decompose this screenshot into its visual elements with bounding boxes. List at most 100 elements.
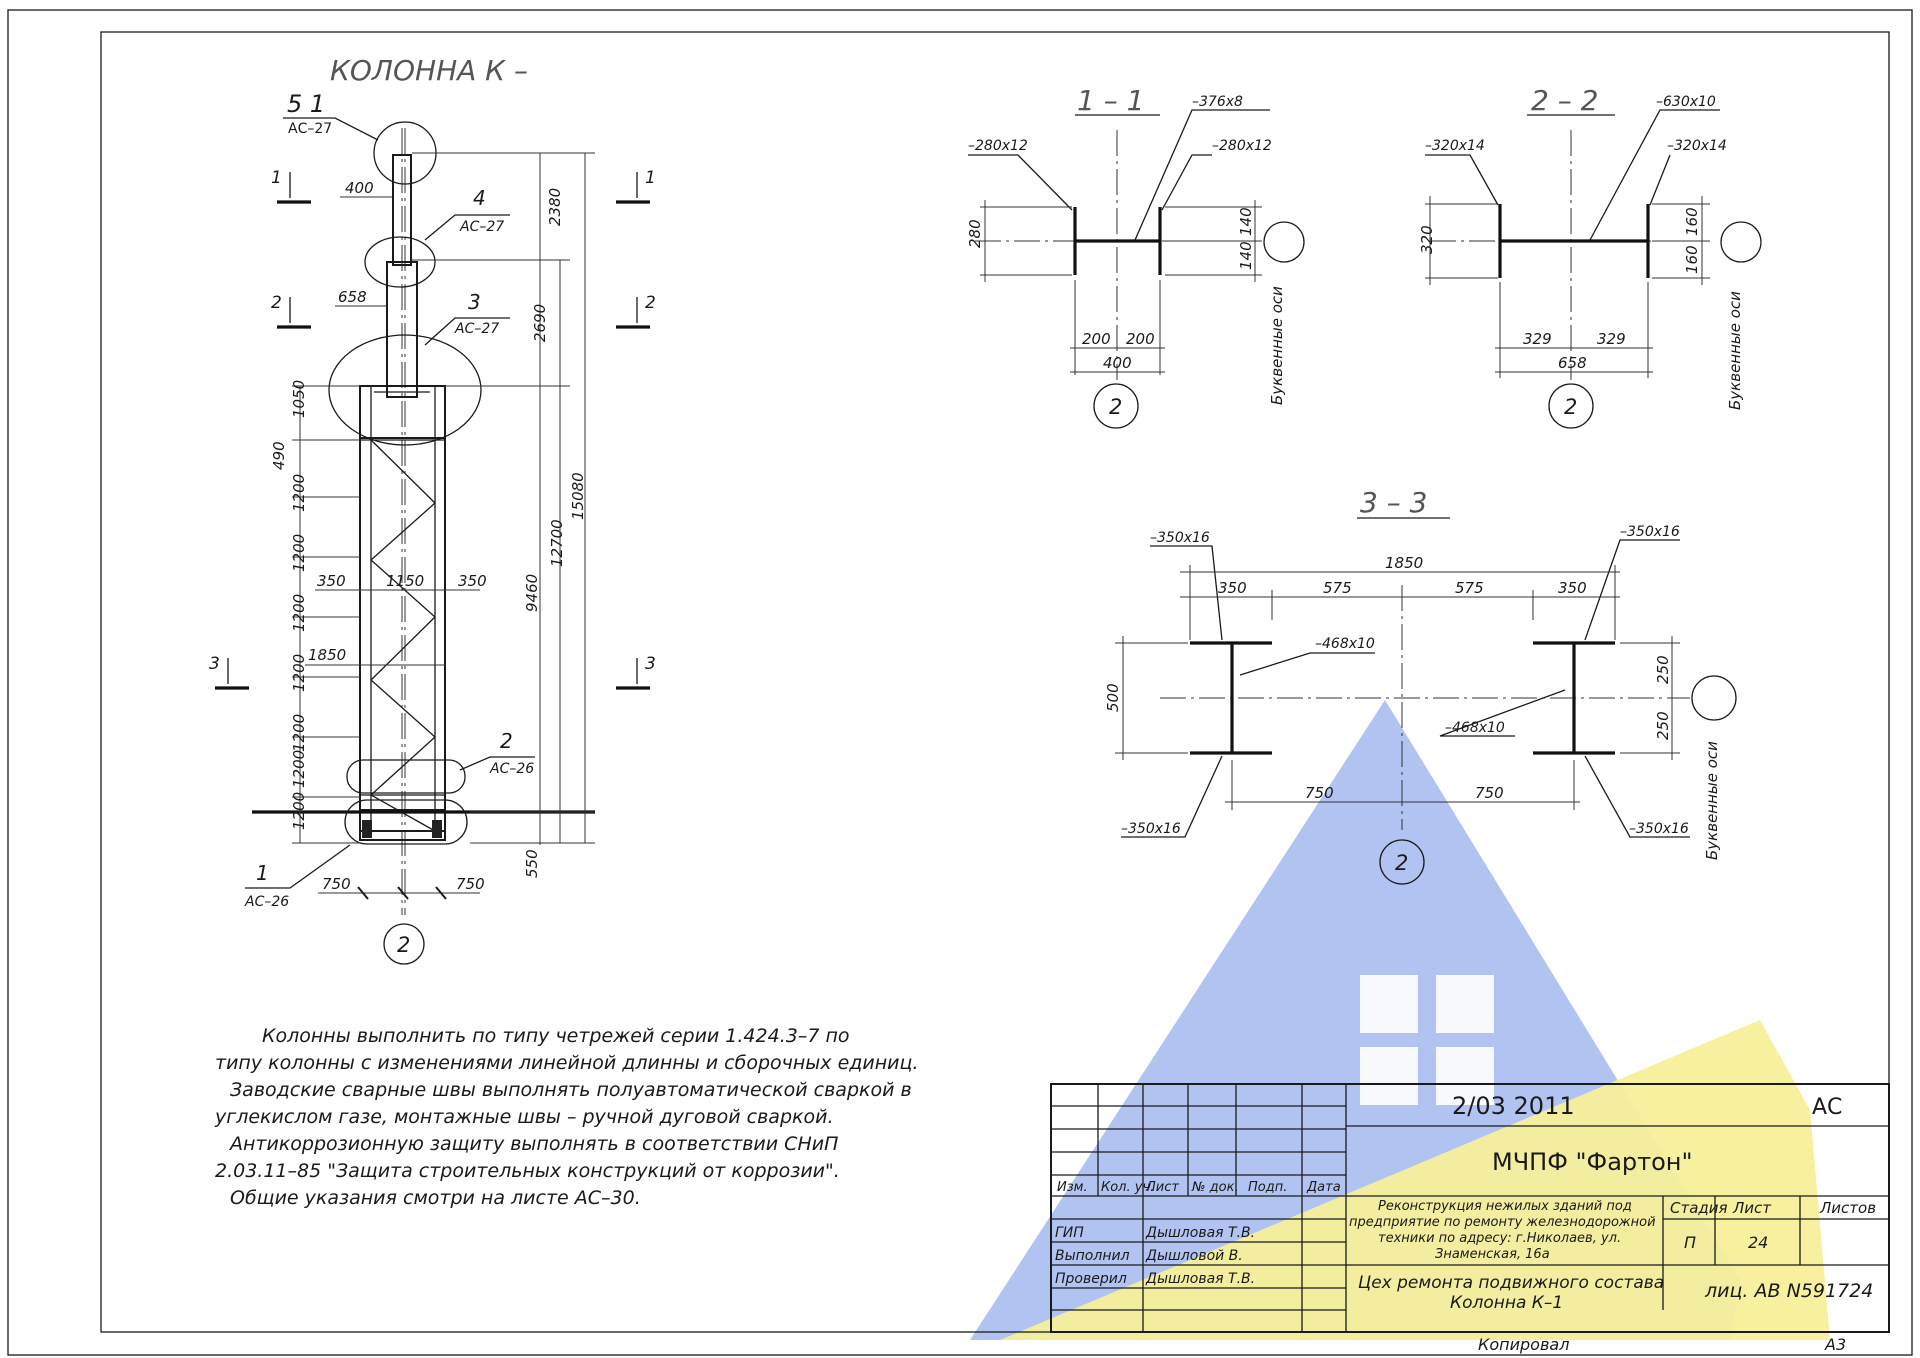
copied-label: Копировал xyxy=(1478,1335,1569,1354)
svg-text:1200: 1200 xyxy=(290,714,308,752)
note-line-7: Общие указания смотри на листе АС–30. xyxy=(230,1187,641,1209)
svg-text:550: 550 xyxy=(523,849,541,878)
svg-text:350: 350 xyxy=(317,572,346,590)
note-line-2: типу колонны с изменениями линейной длин… xyxy=(215,1052,918,1074)
node-mark-5-sheet: АС–27 xyxy=(288,121,332,137)
section-cut-1-1: 1 1 xyxy=(271,168,656,204)
svg-text:9460: 9460 xyxy=(523,574,541,612)
watermark-logo xyxy=(970,700,1830,1340)
section-2-2: 2 – 2 –320х14 –630х10 –320х14 320 160 16… xyxy=(1418,84,1762,429)
project-line-2: предприятие по ремонту железнодорожной xyxy=(1349,1215,1656,1230)
node-mark-3-number: 3 xyxy=(468,290,481,314)
svg-text:12700: 12700 xyxy=(548,519,566,567)
project-line-1: Реконструкция нежилых зданий под xyxy=(1378,1199,1632,1214)
svg-text:2690: 2690 xyxy=(531,304,549,342)
svg-text:750: 750 xyxy=(1475,784,1504,802)
svg-text:329: 329 xyxy=(1523,330,1552,348)
drawing-line-2: Колонна К–1 xyxy=(1450,1293,1563,1313)
svg-text:400: 400 xyxy=(345,179,374,197)
svg-text:658: 658 xyxy=(1558,354,1587,372)
svg-text:П: П xyxy=(1684,1233,1696,1252)
svg-text:Лист: Лист xyxy=(1145,1180,1179,1195)
note-line-3: Заводские сварные швы выполнять полуавто… xyxy=(230,1079,912,1101)
svg-text:2380: 2380 xyxy=(546,188,564,226)
svg-text:200: 200 xyxy=(1082,330,1111,348)
svg-text:Проверил: Проверил xyxy=(1055,1271,1127,1287)
node-mark-1-sheet: АС–26 xyxy=(244,894,289,910)
note-line-5: Антикоррозионную защиту выполнять в соот… xyxy=(228,1133,838,1155)
svg-text:750: 750 xyxy=(322,875,351,893)
svg-text:Изм.: Изм. xyxy=(1057,1180,1088,1195)
section-1-1-axis-note: Буквенные оси xyxy=(1268,286,1286,405)
outer-frame xyxy=(7,9,1913,1356)
svg-text:3: 3 xyxy=(209,654,220,674)
svg-text:–320х14: –320х14 xyxy=(1425,138,1485,154)
note-line-6: 2.03.11–85 "Защита строительных конструк… xyxy=(215,1160,840,1182)
svg-text:–468х10: –468х10 xyxy=(1445,720,1505,736)
svg-text:250: 250 xyxy=(1654,711,1672,740)
svg-text:3: 3 xyxy=(645,654,656,674)
node-mark-3-sheet: АС–27 xyxy=(454,321,499,337)
project-line-4: Знаменская, 16а xyxy=(1435,1247,1550,1262)
svg-text:1: 1 xyxy=(645,168,656,188)
column-title: КОЛОННА К – xyxy=(330,54,528,87)
svg-text:160: 160 xyxy=(1683,245,1701,274)
section-cut-3-3: 3 3 xyxy=(209,654,656,690)
node-mark-5-number: 5 1 xyxy=(287,90,325,118)
svg-text:575: 575 xyxy=(1455,579,1484,597)
svg-text:250: 250 xyxy=(1654,655,1672,684)
svg-text:1200: 1200 xyxy=(290,792,308,830)
svg-text:Кол. уч.: Кол. уч. xyxy=(1101,1180,1154,1195)
section-3-3: 3 – 3 –350х16 –350х16 –468х10 –468х10 –3… xyxy=(1104,486,1737,885)
svg-text:2: 2 xyxy=(271,293,282,313)
title-block-code: АС xyxy=(1812,1095,1842,1120)
svg-text:15080: 15080 xyxy=(569,472,587,520)
note-line-4: углекислом газе, монтажные швы – ручной … xyxy=(214,1106,834,1128)
svg-text:Выполнил: Выполнил xyxy=(1055,1248,1130,1264)
svg-text:160: 160 xyxy=(1683,207,1701,236)
svg-text:–350х16: –350х16 xyxy=(1121,821,1181,837)
svg-text:1150: 1150 xyxy=(386,572,424,590)
section-cut-2-2: 2 2 xyxy=(271,293,656,329)
svg-text:2: 2 xyxy=(1564,395,1577,419)
svg-text:Лист: Лист xyxy=(1732,1199,1772,1217)
svg-text:2: 2 xyxy=(1395,851,1408,875)
svg-text:–320х14: –320х14 xyxy=(1667,138,1727,154)
svg-text:350: 350 xyxy=(1218,579,1247,597)
svg-text:–280х12: –280х12 xyxy=(1212,138,1272,154)
svg-text:658: 658 xyxy=(338,288,367,306)
svg-text:–350х16: –350х16 xyxy=(1150,530,1210,546)
node-mark-4-sheet: АС–27 xyxy=(459,219,504,235)
node-mark-1-number: 1 xyxy=(256,861,269,885)
axis-bubble-column xyxy=(383,923,425,965)
svg-text:–280х12: –280х12 xyxy=(968,138,1028,154)
svg-text:1050: 1050 xyxy=(290,380,308,418)
svg-text:2: 2 xyxy=(1109,395,1122,419)
svg-text:400: 400 xyxy=(1103,354,1132,372)
node-mark-2-number: 2 xyxy=(500,729,513,753)
svg-text:Дата: Дата xyxy=(1306,1180,1341,1195)
svg-text:–630х10: –630х10 xyxy=(1656,94,1716,110)
svg-text:1200: 1200 xyxy=(290,474,308,512)
general-notes: Колонны выполнить по типу четрежей серии… xyxy=(214,1025,918,1209)
svg-text:Листов: Листов xyxy=(1819,1199,1876,1217)
title-block-company: МЧПФ "Фартон" xyxy=(1492,1148,1693,1176)
title-block-license: лиц. АВ N591724 xyxy=(1704,1280,1873,1302)
svg-text:–350х16: –350х16 xyxy=(1629,821,1689,837)
inner-frame xyxy=(100,31,1890,1333)
svg-text:1200: 1200 xyxy=(290,534,308,572)
column-elevation: КОЛОННА К – 5 1 АС–27 4 xyxy=(209,54,656,965)
node-mark-2-sheet: АС–26 xyxy=(489,761,534,777)
svg-text:750: 750 xyxy=(1305,784,1334,802)
svg-text:575: 575 xyxy=(1323,579,1352,597)
svg-text:140: 140 xyxy=(1237,207,1255,236)
format-label: А3 xyxy=(1824,1335,1846,1354)
svg-text:280: 280 xyxy=(966,219,984,248)
note-line-1: Колонны выполнить по типу четрежей серии… xyxy=(262,1025,850,1047)
svg-text:200: 200 xyxy=(1126,330,1155,348)
svg-text:ГИП: ГИП xyxy=(1055,1225,1084,1241)
section-3-3-axis-note: Буквенные оси xyxy=(1703,741,1721,860)
section-2-2-axis-note: Буквенные оси xyxy=(1726,291,1744,410)
svg-text:329: 329 xyxy=(1597,330,1626,348)
svg-text:№ док.: № док. xyxy=(1191,1180,1239,1195)
